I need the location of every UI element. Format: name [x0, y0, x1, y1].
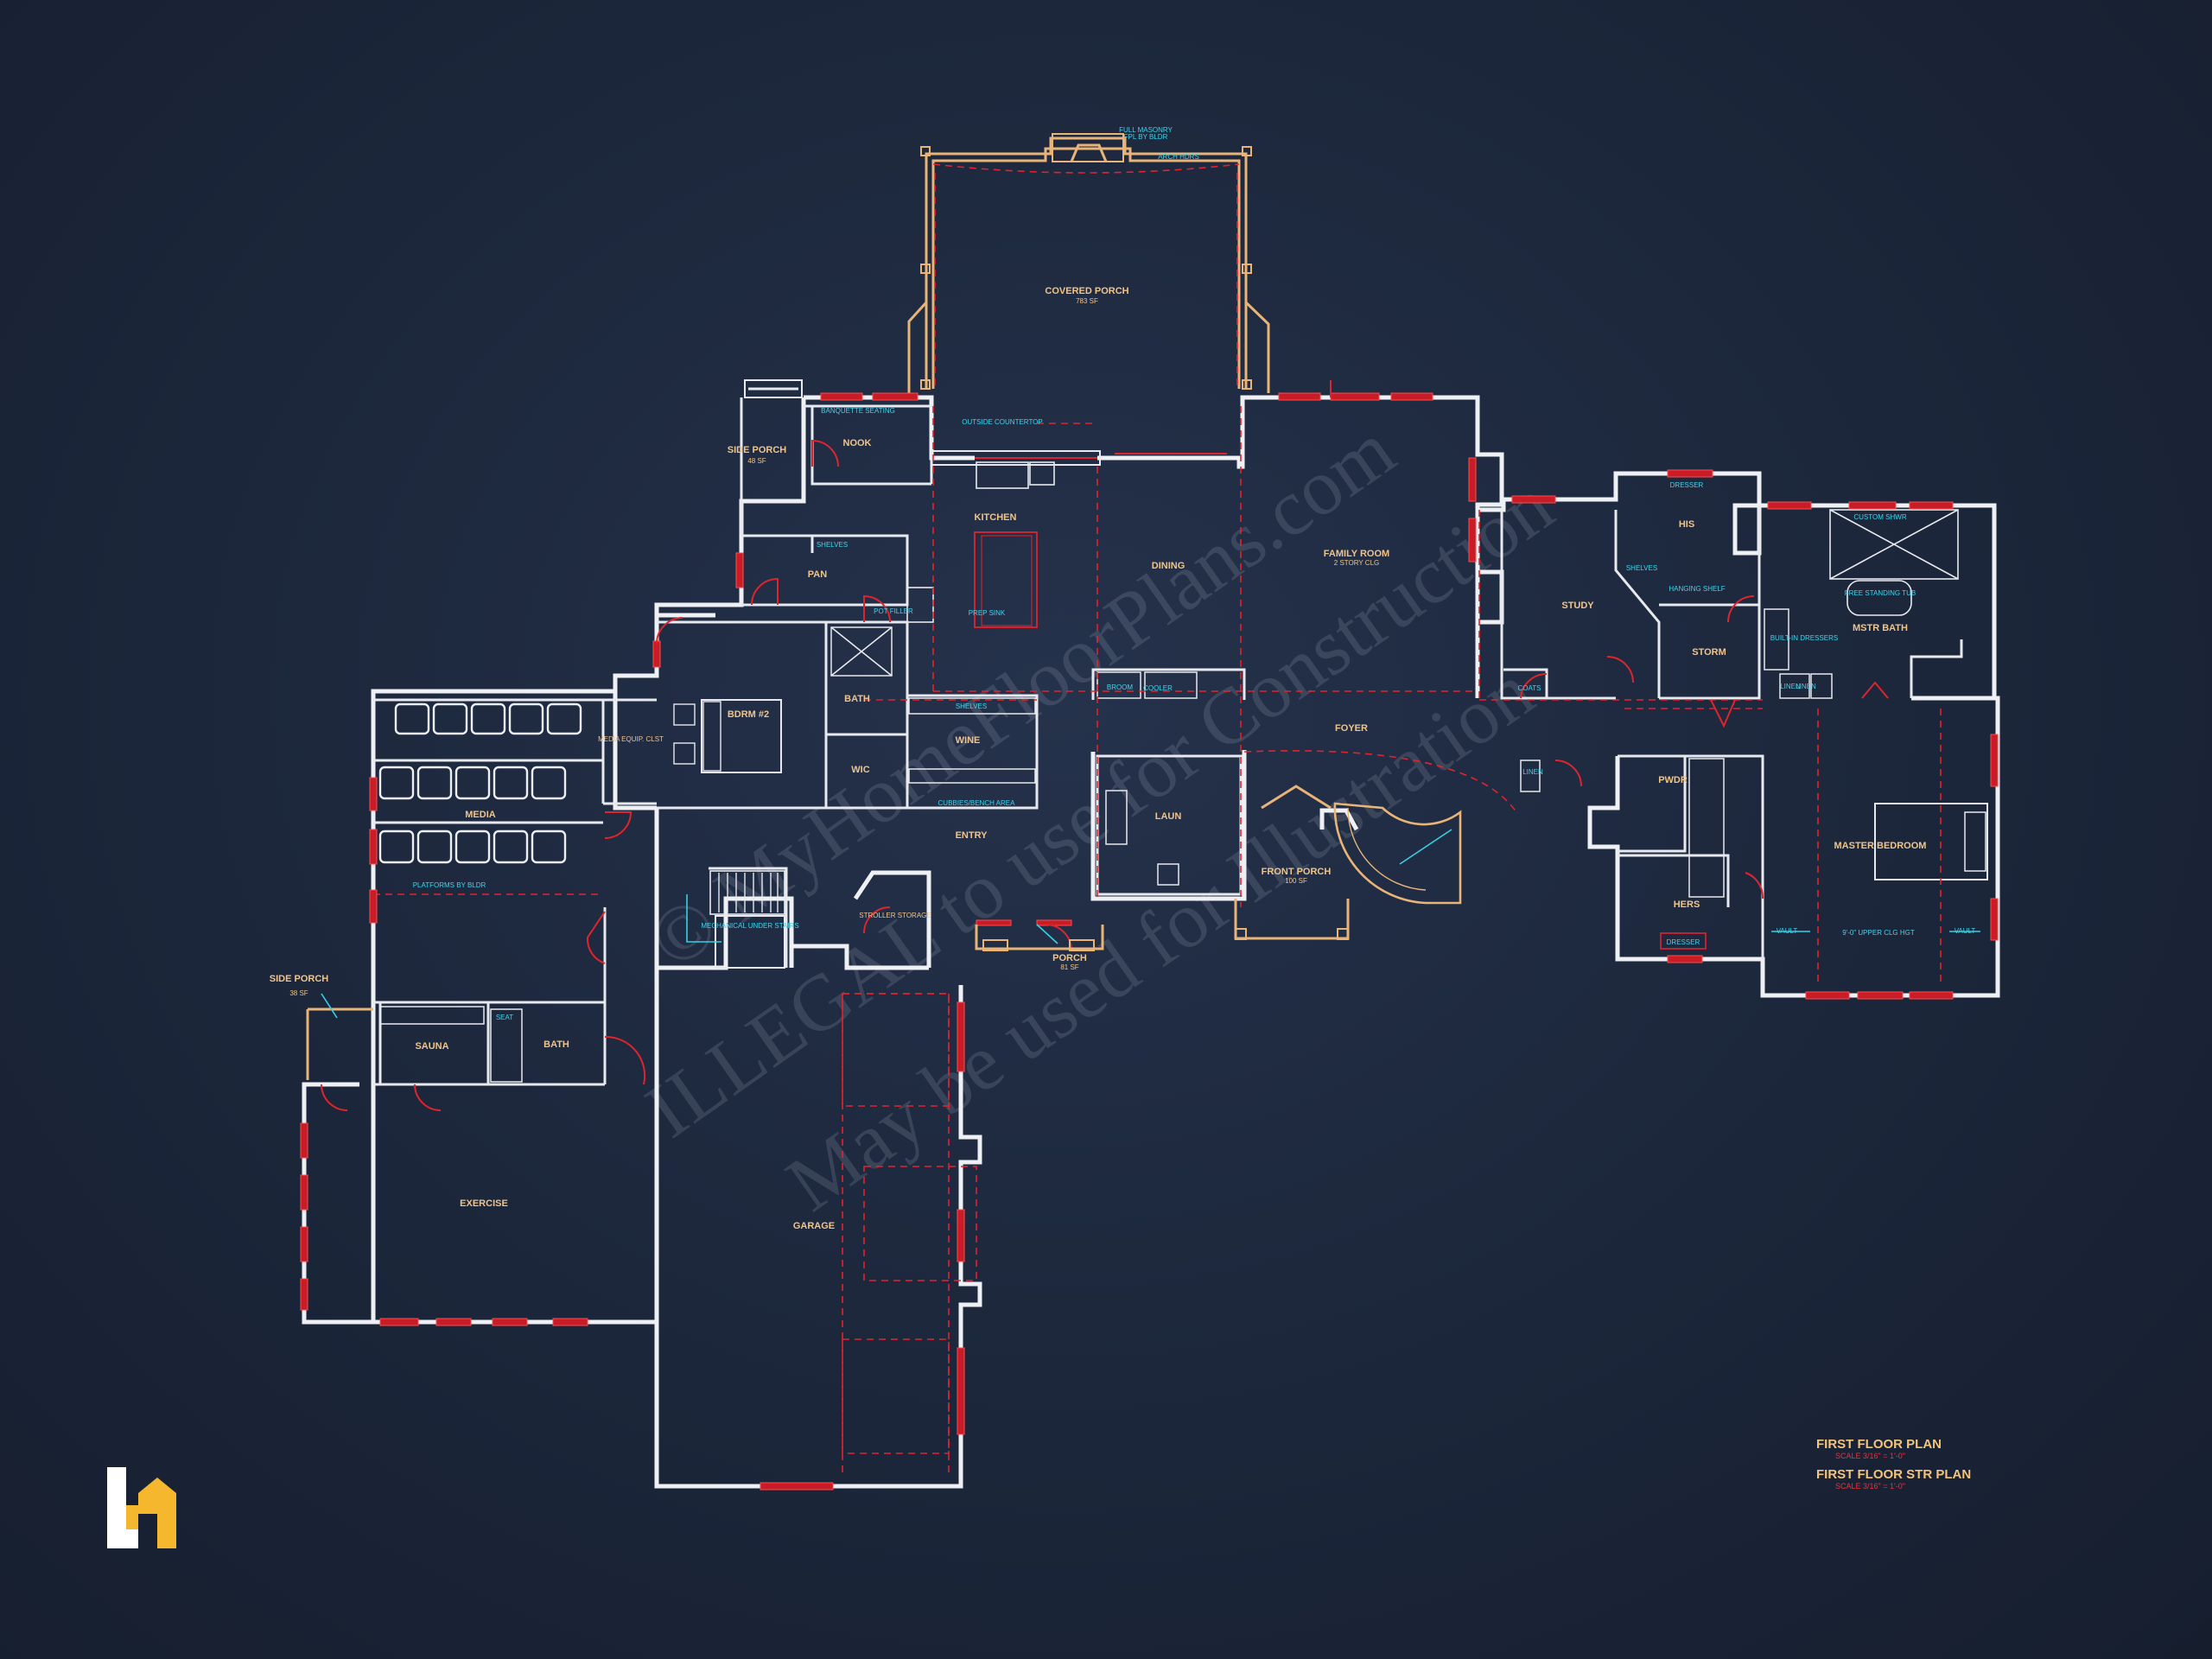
room-front-porch-area: 100 SF [1285, 877, 1307, 885]
note-arch-hdrs: ARCH HDRS [1158, 153, 1199, 161]
plan-title-block: FIRST FLOOR PLAN SCALE 3/16" = 1'-0" FIR… [1816, 1437, 1971, 1491]
watermark: © MyHomeFloorPlans.com ILLEGAL to use fo… [630, 405, 1567, 1228]
note-linen-2: LINEN [1796, 683, 1816, 690]
stairs [686, 750, 1541, 943]
covered-porch-outline [907, 133, 1270, 393]
note-vault-left: VAULT [1777, 927, 1798, 935]
note-dresser-his: DRESSER [1670, 481, 1704, 489]
room-his: HIS [1679, 519, 1694, 530]
room-labels: COVERED PORCH 783 SF NOOK SIDE PORCH 48 … [270, 286, 1927, 1231]
room-study: STUDY [1561, 601, 1594, 611]
note-seat: SEAT [496, 1014, 513, 1021]
annotations: FULL MASONRY FPL BY BLDR ARCH HDRS BANQU… [413, 126, 1976, 1021]
room-covered-porch: COVERED PORCH [1045, 286, 1128, 296]
room-entry: ENTRY [956, 830, 988, 841]
room-porch-area: 81 SF [1060, 963, 1078, 971]
doors [321, 380, 1889, 1111]
note-shelves-wine: SHELVES [956, 702, 987, 710]
note-cubbies: CUBBIES/BENCH AREA [938, 799, 1016, 807]
room-foyer: FOYER [1335, 723, 1368, 734]
room-family-room: FAMILY ROOM [1324, 549, 1389, 559]
room-stroller-storage: STROLLER STORAGE [859, 912, 931, 919]
room-nook: NOOK [843, 438, 872, 448]
structural-lines [373, 406, 1942, 1478]
note-linen-3: LINEN [1522, 768, 1543, 776]
note-fpl-by-bldr: FPL BY BLDR [1124, 133, 1168, 141]
room-exercise: EXERCISE [460, 1198, 508, 1209]
room-bedroom-2: BDRM #2 [728, 709, 769, 720]
room-storm: STORM [1692, 647, 1726, 658]
room-side-porch-2-area: 38 SF [289, 989, 308, 997]
room-wine: WINE [956, 735, 981, 746]
room-bath-2: BATH [543, 1039, 569, 1050]
plan-scale-2: SCALE 3/16" = 1'-0" [1835, 1482, 1905, 1491]
room-kitchen: KITCHEN [975, 512, 1017, 523]
note-prep-sink: PREP SINK [969, 609, 1006, 617]
note-built-in-dressers: BUILT-IN DRESSERS [1770, 634, 1839, 642]
note-outside-countertop: OUTSIDE COUNTERTOP [962, 418, 1043, 426]
media-seating [373, 702, 603, 864]
note-vault-right: VAULT [1955, 927, 1976, 935]
room-bath-1: BATH [844, 694, 870, 704]
windows [300, 392, 1999, 1491]
room-porch: PORCH [1052, 953, 1087, 963]
note-hanging-shelf: HANGING SHELF [1669, 585, 1725, 593]
room-family-room-sub: 2 STORY CLG [1334, 559, 1379, 567]
note-shelves-his: SHELVES [1626, 564, 1657, 572]
note-cooler: COOLER [1143, 684, 1173, 692]
note-pot-filler: POT FILLER [874, 607, 913, 615]
room-dining: DINING [1152, 561, 1185, 571]
note-broom: BROOM [1107, 683, 1134, 691]
note-dresser-hers: DRESSER [1667, 938, 1700, 946]
plan-title-1: FIRST FLOOR PLAN [1816, 1437, 1942, 1452]
room-side-porch-1: SIDE PORCH [728, 445, 787, 455]
note-platforms: PLATFORMS BY BLDR [413, 881, 486, 889]
room-covered-porch-area: 783 SF [1076, 297, 1098, 305]
room-front-porch: FRONT PORCH [1262, 867, 1332, 877]
interior-walls [373, 379, 1988, 1086]
note-coats: COATS [1518, 684, 1541, 692]
brand-logo-icon [107, 1467, 176, 1548]
room-master-bedroom: MASTER BEDROOM [1834, 841, 1927, 851]
room-garage: GARAGE [793, 1221, 835, 1231]
room-side-porch-2: SIDE PORCH [270, 974, 329, 984]
note-linen-1: LINEN [1780, 683, 1801, 690]
note-full-masonry: FULL MASONRY [1119, 126, 1173, 134]
note-custom-shower: CUSTOM SHWR [1853, 513, 1906, 521]
room-side-porch-1-area: 48 SF [747, 457, 766, 465]
note-banquette: BANQUETTE SEATING [821, 407, 895, 415]
room-wic: WIC [851, 765, 869, 775]
note-upper-ceiling: 9'-0" UPPER CLG HGT [1842, 929, 1915, 937]
plan-title-2: FIRST FLOOR STR PLAN [1816, 1467, 1971, 1482]
annotation-leaders [321, 924, 1980, 1019]
note-mechanical: MECHANICAL UNDER STAIRS [701, 922, 798, 930]
room-hers: HERS [1674, 899, 1700, 910]
plan-scale-1: SCALE 3/16" = 1'-0" [1835, 1452, 1905, 1460]
room-powder: PWDR [1658, 775, 1688, 785]
front-porches [306, 785, 1350, 1080]
note-shelves-pantry: SHELVES [817, 541, 848, 549]
room-media-equip: MEDIA EQUIP. CLST [598, 735, 664, 743]
note-free-standing-tub: FREE STANDING TUB [1845, 589, 1916, 597]
room-master-bath: MSTR BATH [1853, 623, 1908, 633]
room-media: MEDIA [465, 810, 496, 820]
room-sauna: SAUNA [415, 1041, 448, 1052]
room-laundry: LAUN [1155, 811, 1182, 822]
room-pantry: PAN [808, 569, 827, 580]
